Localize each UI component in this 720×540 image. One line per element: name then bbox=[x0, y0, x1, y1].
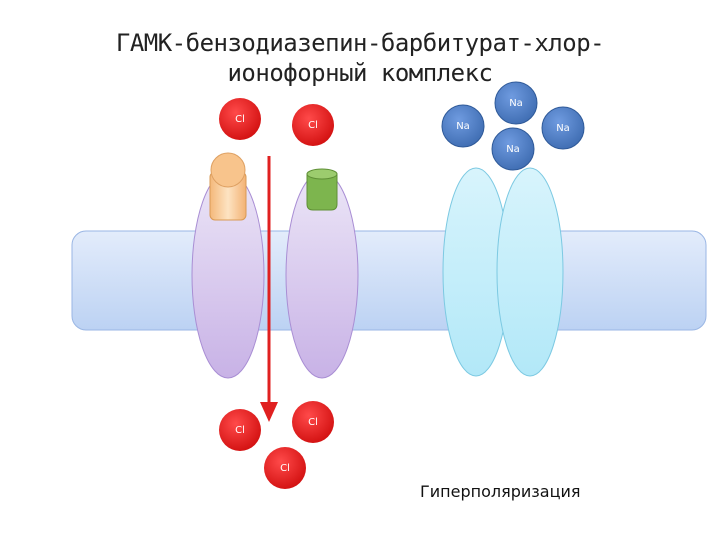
cell-membrane bbox=[71, 230, 707, 331]
barbiturate-receptor-top bbox=[306, 168, 338, 180]
cl-ion: Cl bbox=[219, 98, 261, 140]
na-ion: Na bbox=[441, 104, 485, 148]
svg-text:Na: Na bbox=[506, 144, 520, 155]
cl-ion: Cl bbox=[219, 409, 261, 451]
diagram-title: ГАМК-бензодиазепин-барбитурат-хлор- ионо… bbox=[0, 28, 720, 88]
svg-text:Cl: Cl bbox=[235, 114, 245, 125]
svg-text:Cl: Cl bbox=[280, 463, 290, 474]
svg-text:Cl: Cl bbox=[308, 417, 318, 428]
cl-ion: Cl bbox=[264, 447, 306, 489]
cl-ion: Cl bbox=[292, 401, 334, 443]
na-ion: Na bbox=[491, 127, 535, 171]
svg-text:Na: Na bbox=[509, 98, 523, 109]
svg-text:Cl: Cl bbox=[235, 425, 245, 436]
svg-text:Na: Na bbox=[456, 121, 470, 132]
na-ion: Na bbox=[494, 81, 538, 125]
cl-ion: Cl bbox=[292, 104, 334, 146]
na-ion: Na bbox=[541, 106, 585, 150]
svg-text:Na: Na bbox=[556, 123, 570, 134]
title-line-2: ионофорный комплекс bbox=[227, 59, 493, 87]
svg-text:Cl: Cl bbox=[308, 120, 318, 131]
na-channel-subunit-right bbox=[496, 167, 564, 377]
hyperpolarization-caption: Гиперполяризация bbox=[420, 482, 581, 501]
chloride-influx-arrow-head bbox=[260, 402, 278, 422]
title-line-1: ГАМК-бензодиазепин-барбитурат-хлор- bbox=[115, 29, 605, 57]
benzodiazepine-receptor bbox=[209, 152, 247, 221]
